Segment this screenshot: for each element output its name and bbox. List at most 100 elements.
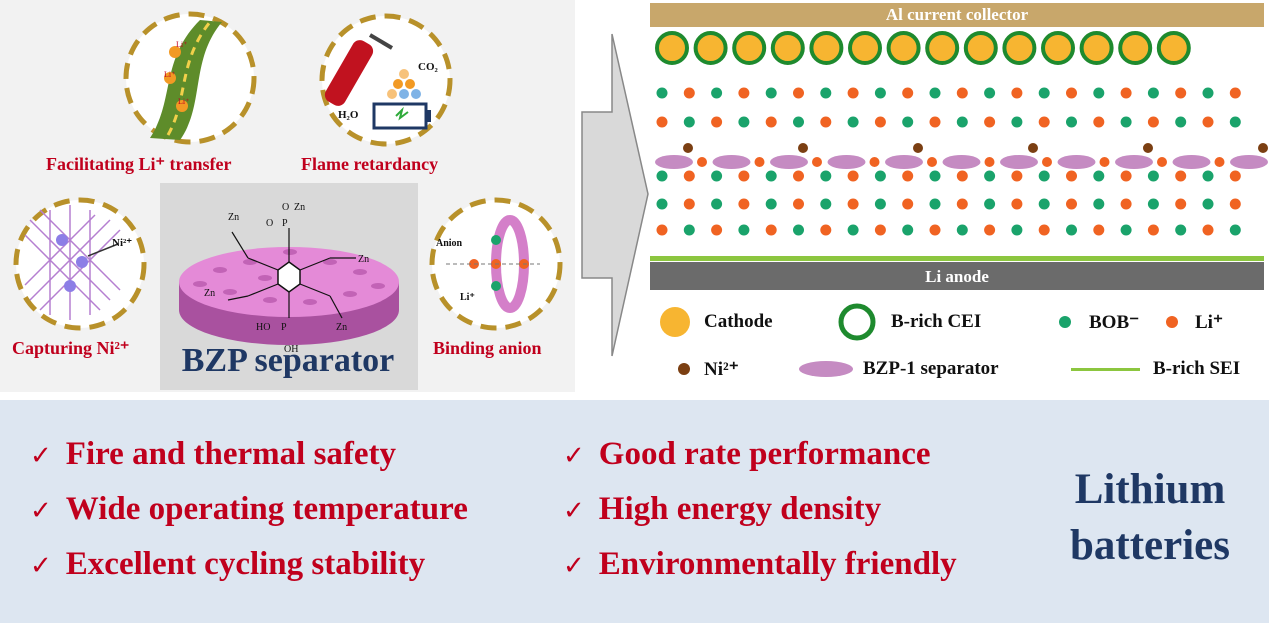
cathode-particle (886, 31, 921, 65)
ni-ion (1143, 143, 1153, 153)
li-ion (984, 157, 995, 167)
separator-legend-marker (799, 361, 853, 377)
bob-ion (820, 170, 832, 182)
bob-ion (956, 224, 968, 236)
fire-extinguisher-icon: CO₂ H₂O (319, 13, 453, 147)
bob-ion (984, 198, 996, 210)
li-ion (1147, 224, 1159, 236)
li-ion (1157, 157, 1167, 167)
li-ion (1038, 224, 1050, 236)
bob-ion (765, 170, 777, 182)
electrolyte-region (655, 87, 1268, 236)
bob-ion (738, 224, 750, 236)
li-road-label-3: Li⁺ (178, 97, 189, 106)
bob-legend-marker (1059, 316, 1071, 328)
cathode-particle (1002, 31, 1037, 65)
bob-ion (1038, 87, 1050, 99)
bob-ion (1202, 170, 1214, 182)
li-ion (1120, 198, 1132, 210)
li-ion (656, 116, 668, 128)
check-icon: ✓ (563, 551, 585, 581)
feature-capturing-ni: Capturing Ni²⁺ (12, 338, 130, 358)
cathode-legend-marker (660, 307, 690, 337)
binding-anion-icon: Anion Li⁺ (429, 197, 563, 331)
li-transfer-icon: Li⁺ Li⁺ Li⁺ (123, 11, 257, 145)
bob-ion (1093, 170, 1105, 182)
batteries-line: batteries (1070, 522, 1230, 569)
li-road-label-2: Li⁺ (164, 70, 175, 79)
li-ion (874, 224, 886, 236)
li-ion (812, 157, 822, 167)
benefit-rate-performance: ✓Good rate performance (563, 436, 931, 472)
bzp-separator-particle (1000, 155, 1038, 169)
cathode-particle (925, 31, 960, 65)
bzp-separator-particle (1115, 155, 1153, 169)
bob-ion (793, 116, 804, 128)
bob-ion (902, 116, 914, 128)
bob-ion (1093, 87, 1105, 99)
li-ion (956, 170, 968, 182)
cathode-particle (809, 31, 844, 65)
li-ion (683, 198, 695, 210)
benefit-energy-density: ✓High energy density (563, 491, 882, 527)
bzp-separator-illustration: P O O Zn Zn Zn Zn Zn HO P OH (160, 183, 418, 390)
bob-ion (1175, 116, 1187, 128)
molecule-p-top: P (282, 218, 288, 229)
bob-ion (1011, 116, 1023, 128)
li-ion (869, 157, 880, 167)
check-icon: ✓ (563, 441, 585, 471)
li-anode (650, 262, 1264, 290)
ni-icon-label: Ni²⁺ (112, 237, 132, 249)
li-ion (793, 198, 804, 210)
bob-ion (847, 224, 859, 236)
b-rich-sei-layer (650, 256, 1264, 261)
bob-ion (902, 224, 914, 236)
lithium-line: Lithium (1074, 466, 1226, 513)
legend-cathode-label: Cathode (704, 311, 773, 332)
bob-ion (656, 198, 668, 210)
bzp-separator-particle (655, 155, 693, 169)
li-ion (793, 87, 804, 99)
bzp-separator-title: BZP separator (181, 342, 395, 379)
bob-ion (1175, 224, 1187, 236)
bob-ion (1229, 224, 1241, 236)
cathode-particle (655, 31, 689, 65)
legend-sei-label: B-rich SEI (1153, 358, 1241, 379)
bob-ion (1066, 224, 1077, 236)
bob-ion (765, 87, 777, 99)
li-ion (1042, 157, 1052, 167)
cathode-particle (963, 31, 998, 65)
bob-ion (929, 87, 941, 99)
li-ion (847, 198, 859, 210)
li-ion (1066, 87, 1077, 99)
ni-ion (1258, 143, 1268, 153)
li-ion (683, 170, 695, 182)
molecule-oh: OH (284, 344, 298, 355)
bob-ion (1147, 198, 1159, 210)
li-ion (1066, 170, 1077, 182)
cathode-particle (848, 31, 882, 65)
bzp-separator-particle (942, 155, 981, 169)
li-ion (929, 116, 941, 128)
molecule-zn-left-top: Zn (228, 212, 239, 223)
li-ion (1120, 170, 1132, 182)
li-ion (1175, 198, 1187, 210)
li-ion (956, 87, 968, 99)
li-road-label: Li⁺ (176, 40, 187, 49)
li-ion (738, 198, 750, 210)
molecule-ho: HO (256, 322, 270, 333)
bob-ion (1066, 116, 1077, 128)
li-ion (929, 224, 941, 236)
li-ion (683, 87, 695, 99)
li-ion (1229, 87, 1241, 99)
cathode-particle (770, 31, 805, 65)
check-icon: ✓ (30, 551, 52, 581)
li-ion (1120, 87, 1132, 99)
bzp-separator-particle (827, 155, 866, 169)
li-ion (1099, 157, 1110, 167)
bob-ion (683, 116, 695, 128)
bob-ion (711, 198, 723, 210)
li-ion (874, 116, 886, 128)
feature-li-transfer: Facilitating Li⁺ transfer (46, 154, 232, 174)
feature-flame-retardancy: Flame retardancy (301, 154, 439, 174)
